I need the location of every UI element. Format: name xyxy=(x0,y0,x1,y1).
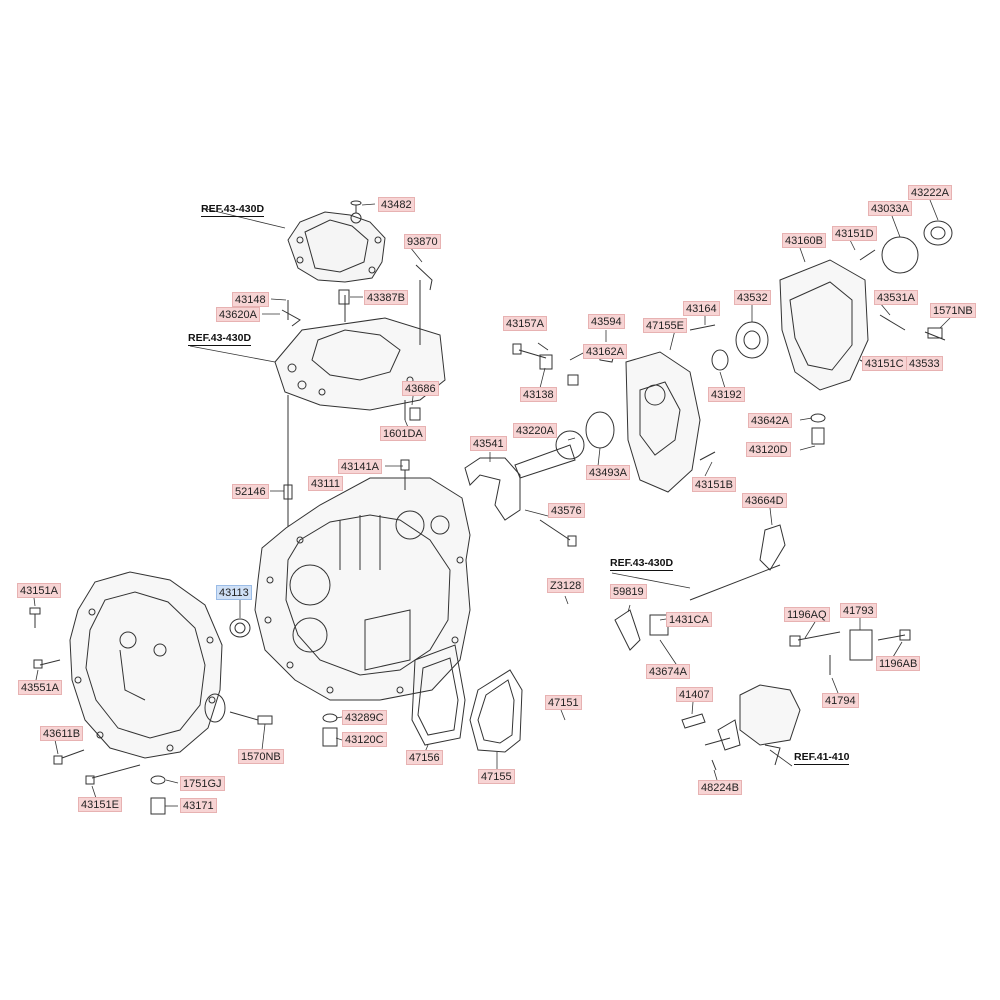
ref-label-shift-rod[interactable]: REF.43-430D xyxy=(610,557,674,571)
ref-label-shift-plate[interactable]: REF.43-430D xyxy=(188,332,252,346)
part-label-43222a[interactable]: 43222A xyxy=(908,185,952,200)
part-label-43151b[interactable]: 43151B xyxy=(692,477,736,492)
part-label-41793[interactable]: 41793 xyxy=(840,603,877,618)
part-label-43664d[interactable]: 43664D xyxy=(742,493,787,508)
part-label-43148[interactable]: 43148 xyxy=(232,292,269,307)
bell-housing-drawing xyxy=(69,571,226,759)
part-label-43611b[interactable]: 43611B xyxy=(40,726,84,741)
part-label-47155[interactable]: 47155 xyxy=(478,769,515,784)
part-label-43482[interactable]: 43482 xyxy=(378,197,415,212)
part-label-59819[interactable]: 59819 xyxy=(610,584,647,599)
part-label-z3128[interactable]: Z3128 xyxy=(547,578,585,593)
part-label-43686[interactable]: 43686 xyxy=(402,381,439,396)
part-label-43541[interactable]: 43541 xyxy=(470,436,507,451)
part-label-43387b[interactable]: 43387B xyxy=(364,290,408,305)
part-label-1571nb[interactable]: 1571NB xyxy=(930,303,976,318)
part-label-47156[interactable]: 47156 xyxy=(406,750,443,765)
part-label-43220a[interactable]: 43220A xyxy=(513,423,557,438)
part-label-43141a[interactable]: 43141A xyxy=(338,459,382,474)
part-label-43120d[interactable]: 43120D xyxy=(746,442,791,457)
part-label-1570nb[interactable]: 1570NB xyxy=(238,749,284,764)
shift-rod-drawing xyxy=(614,524,911,771)
part-label-43289c[interactable]: 43289C xyxy=(342,710,387,725)
part-label-1196ab[interactable]: 1196AB xyxy=(876,656,921,671)
part-label-43551a[interactable]: 43551A xyxy=(18,680,62,695)
part-label-43033a[interactable]: 43033A xyxy=(868,201,912,216)
part-label-43138[interactable]: 43138 xyxy=(520,387,557,402)
part-label-43164[interactable]: 43164 xyxy=(683,301,720,316)
part-label-1431ca[interactable]: 1431CA xyxy=(666,612,712,627)
part-label-43642a[interactable]: 43642A xyxy=(748,413,792,428)
ref-label-top-cover[interactable]: REF.43-430D xyxy=(201,203,265,217)
part-label-1751gj[interactable]: 1751GJ xyxy=(180,776,225,791)
transmission-case-drawing xyxy=(254,459,471,701)
part-label-43576[interactable]: 43576 xyxy=(548,503,585,518)
part-label-43162a[interactable]: 43162A xyxy=(583,344,627,359)
part-label-43120c[interactable]: 43120C xyxy=(342,732,387,747)
part-label-93870[interactable]: 93870 xyxy=(404,234,441,249)
part-label-43157a[interactable]: 43157A xyxy=(503,316,547,331)
part-label-1601da[interactable]: 1601DA xyxy=(380,426,426,441)
part-label-47151[interactable]: 47151 xyxy=(545,695,582,710)
shift-cover-drawing xyxy=(287,200,386,283)
ref-label-release-cylinder[interactable]: REF.41-410 xyxy=(794,751,850,765)
part-label-43594[interactable]: 43594 xyxy=(588,314,625,329)
part-label-52146[interactable]: 52146 xyxy=(232,484,269,499)
part-label-43532[interactable]: 43532 xyxy=(734,290,771,305)
part-label-43620a[interactable]: 43620A xyxy=(216,307,260,322)
part-label-43171[interactable]: 43171 xyxy=(180,798,217,813)
part-label-43151c[interactable]: 43151C xyxy=(862,356,907,371)
part-label-43151a[interactable]: 43151A xyxy=(17,583,61,598)
part-label-47155e[interactable]: 47155E xyxy=(643,318,687,333)
part-label-43192[interactable]: 43192 xyxy=(708,387,745,402)
part-label-43674a[interactable]: 43674A xyxy=(646,664,690,679)
part-label-41794[interactable]: 41794 xyxy=(822,693,859,708)
part-label-43493a[interactable]: 43493A xyxy=(586,465,630,480)
part-label-43111[interactable]: 43111 xyxy=(308,476,343,491)
part-label-43151e[interactable]: 43151E xyxy=(78,797,122,812)
rear-assembly-drawing xyxy=(464,220,953,547)
part-label-1196aq[interactable]: 1196AQ xyxy=(784,607,830,622)
part-label-43151d[interactable]: 43151D xyxy=(832,226,877,241)
part-label-43533[interactable]: 43533 xyxy=(906,356,943,371)
part-label-43113[interactable]: 43113 xyxy=(216,585,252,600)
part-label-48224b[interactable]: 48224B xyxy=(698,780,742,795)
part-label-41407[interactable]: 41407 xyxy=(676,687,713,702)
part-label-43160b[interactable]: 43160B xyxy=(782,233,826,248)
part-label-43531a[interactable]: 43531A xyxy=(874,290,918,305)
